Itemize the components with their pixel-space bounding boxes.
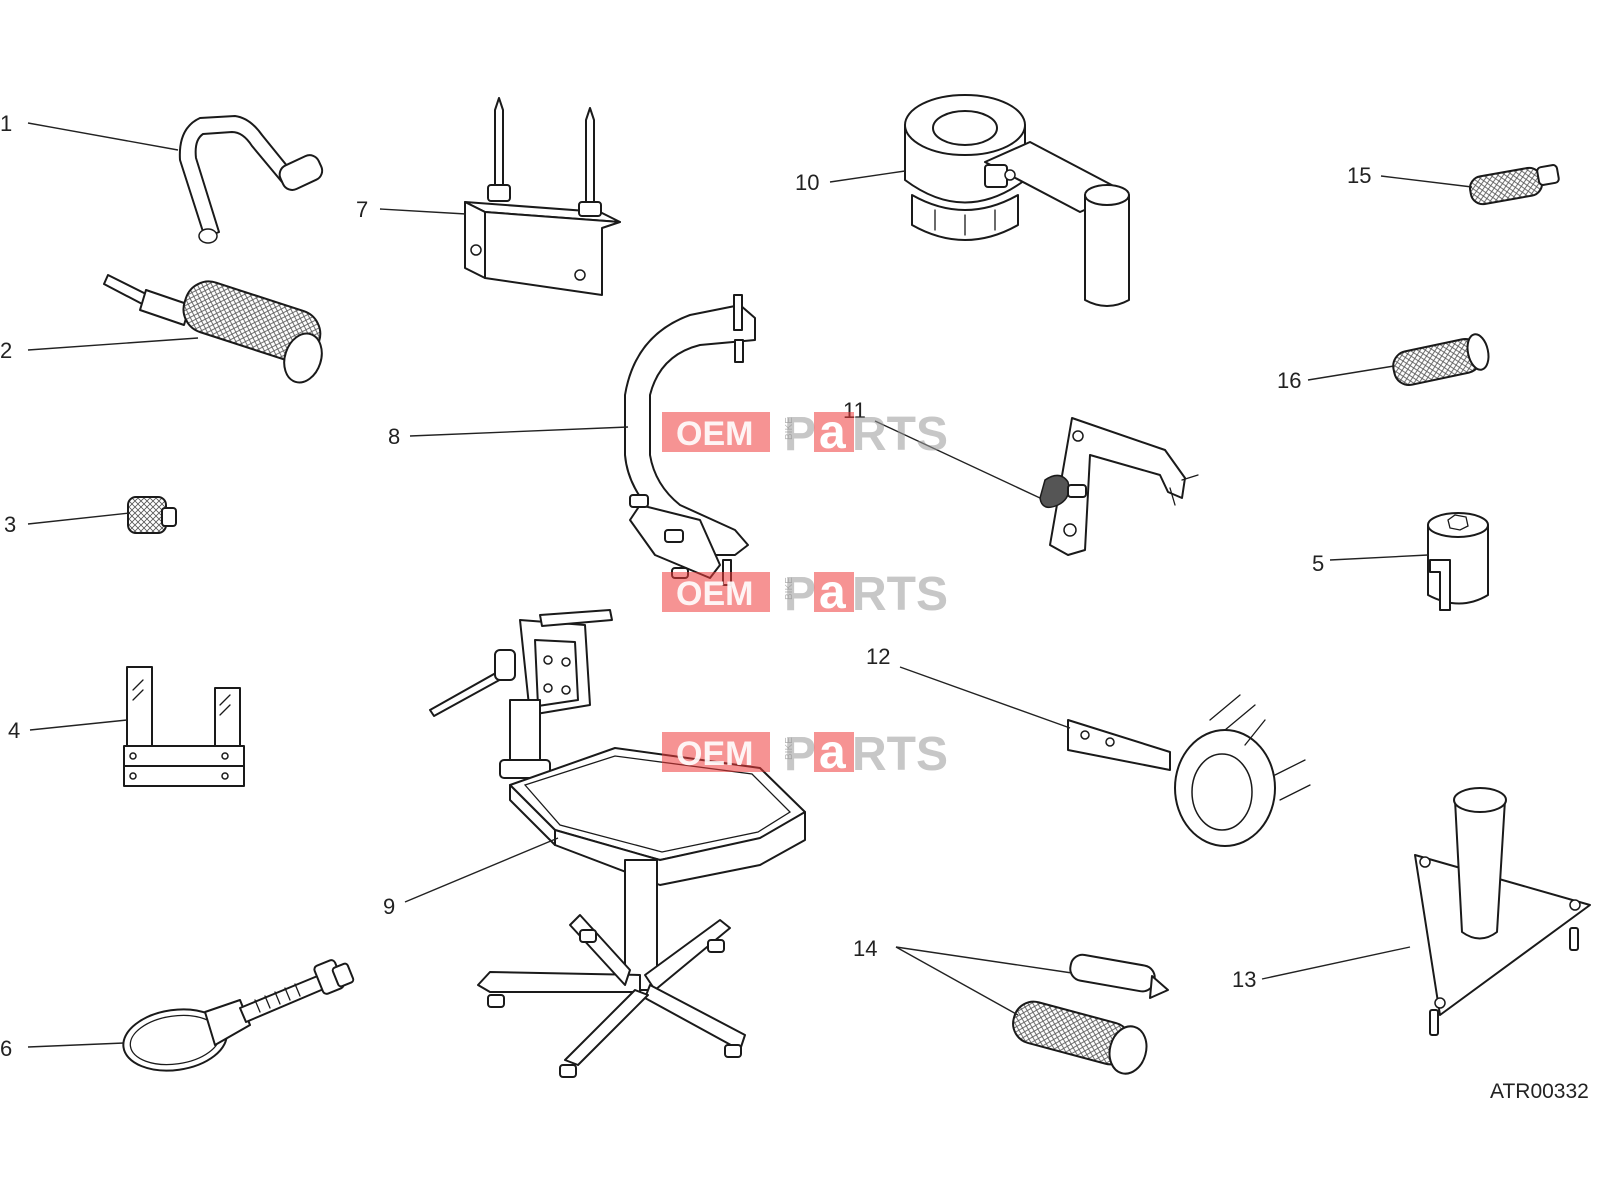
leader-1	[27, 122, 179, 151]
leader-lines	[27, 122, 1473, 1048]
callout-13: 13	[1232, 967, 1256, 992]
svg-text:P: P	[784, 728, 816, 781]
watermark-middle: OEM BIKE P a RTS	[662, 566, 948, 621]
callout-5: 5	[1312, 551, 1324, 576]
callout-4: 4	[8, 718, 20, 743]
svg-text:a: a	[819, 566, 846, 619]
tool-15-knurled-pin	[1469, 164, 1560, 206]
callout-15: 15	[1347, 163, 1371, 188]
svg-text:RTS: RTS	[852, 568, 948, 621]
tool-2-knurled-handle-shaft	[103, 274, 323, 384]
leader-6	[27, 1042, 125, 1048]
svg-text:OEM: OEM	[676, 575, 753, 613]
tool-12-ring-with-pins	[1067, 694, 1311, 847]
svg-text:BIKE: BIKE	[784, 417, 795, 440]
svg-text:RTS: RTS	[852, 408, 948, 461]
tool-11-l-bracket	[1039, 417, 1199, 556]
leader-2	[27, 337, 199, 351]
tool-9-engine-stand	[429, 609, 806, 1078]
leader-16	[1307, 365, 1395, 381]
tool-4-u-gauge	[123, 666, 245, 787]
tool-6-strap-wrench	[122, 959, 355, 1072]
callout-numbers: 1 2 3 4 5 6 7 8 9 10 11 12 13 14 15 16	[0, 111, 1371, 1061]
leader-4	[29, 719, 128, 731]
tool-5-slotted-socket	[1427, 512, 1489, 611]
leader-9	[404, 837, 559, 903]
drawing-code: ATR00332	[1490, 1080, 1589, 1103]
leader-14b	[895, 946, 1019, 1016]
callout-1: 1	[0, 111, 12, 136]
callout-9: 9	[383, 894, 395, 919]
leader-8	[409, 426, 629, 437]
callout-8: 8	[388, 424, 400, 449]
svg-text:RTS: RTS	[852, 728, 948, 781]
callout-12: 12	[866, 644, 890, 669]
leader-14a	[895, 946, 1073, 974]
svg-text:a: a	[819, 726, 846, 779]
svg-text:OEM: OEM	[676, 735, 753, 773]
tool-1-crank-lever	[178, 115, 324, 244]
tool-7-pin-plate	[464, 97, 621, 296]
leader-12	[899, 666, 1071, 729]
callout-14: 14	[853, 936, 877, 961]
leader-3	[27, 512, 131, 525]
leader-10	[829, 170, 906, 183]
leader-13	[1261, 946, 1411, 980]
callout-7: 7	[356, 197, 368, 222]
callout-6: 6	[0, 1036, 12, 1061]
svg-text:OEM: OEM	[676, 415, 753, 453]
tool-13-triangular-base	[1414, 787, 1591, 1036]
svg-text:P: P	[784, 408, 816, 461]
tool-3-knurled-bush	[127, 496, 177, 534]
svg-text:BIKE: BIKE	[784, 737, 795, 760]
tool-10-bell-tool	[904, 94, 1130, 307]
svg-text:P: P	[784, 568, 816, 621]
callout-10: 10	[795, 170, 819, 195]
leader-11	[874, 420, 1041, 499]
callout-16: 16	[1277, 368, 1301, 393]
watermark-top: OEM BIKE P a RTS	[662, 406, 948, 461]
leader-7	[379, 208, 467, 215]
callout-3: 3	[4, 512, 16, 537]
svg-text:a: a	[819, 406, 846, 459]
leader-15	[1380, 175, 1473, 188]
watermark-bottom: OEM BIKE P a RTS	[662, 726, 948, 781]
tool-16-knurled-grip	[1392, 333, 1490, 386]
tool-14-punch-pair	[1012, 953, 1169, 1075]
svg-text:BIKE: BIKE	[784, 577, 795, 600]
leader-5	[1329, 554, 1429, 561]
callout-2: 2	[0, 338, 12, 363]
